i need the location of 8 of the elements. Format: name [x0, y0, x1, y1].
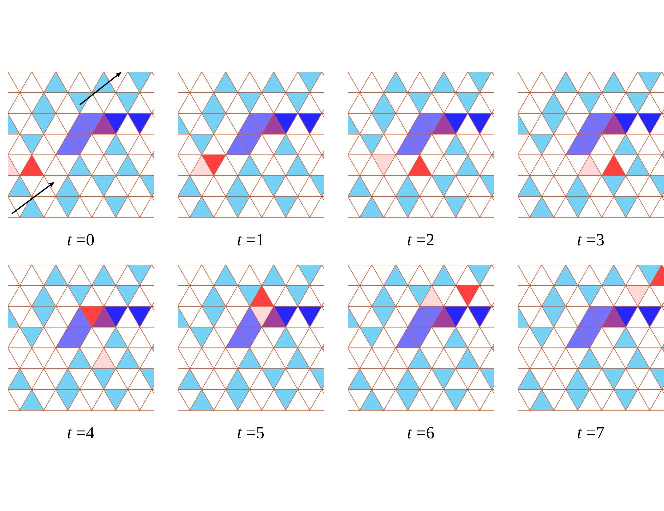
panel-label: t =6 [408, 427, 434, 439]
panel-label: t =0 [68, 234, 94, 246]
panel-label: t =7 [578, 427, 604, 439]
panel-label: t =5 [238, 427, 264, 439]
panel-label: t =1 [238, 234, 264, 246]
panel-label: t =3 [578, 234, 604, 246]
panel-label: t =2 [408, 234, 434, 246]
panel-label: t =4 [68, 427, 94, 439]
